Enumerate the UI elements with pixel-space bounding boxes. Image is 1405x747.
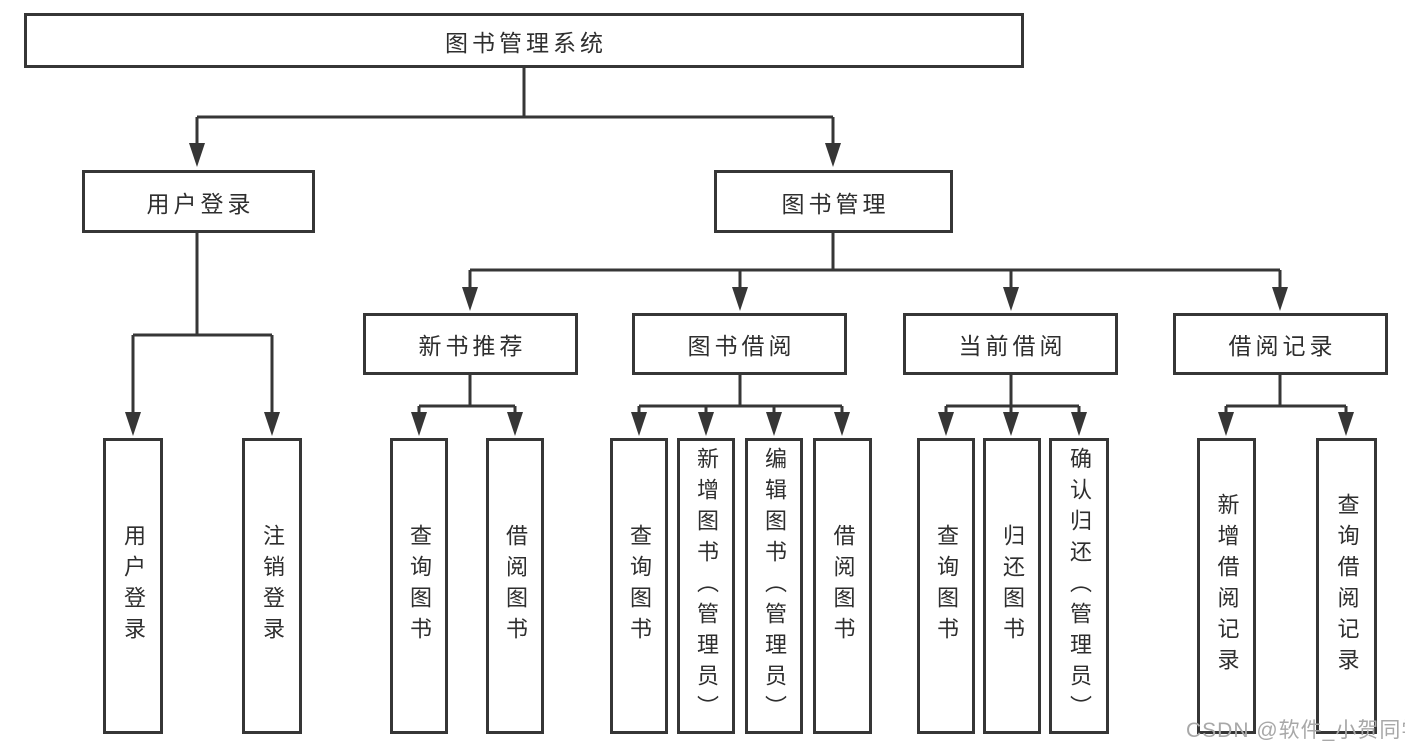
leaf-label: 查询图书 xyxy=(407,524,432,648)
node-book-borrowing: 图书借阅 xyxy=(632,313,847,375)
node-label: 图书管理 xyxy=(781,190,890,217)
node-label: 借阅记录 xyxy=(1228,333,1337,359)
node-current-borrowing: 当前借阅 xyxy=(903,313,1118,375)
node-label: 用户登录 xyxy=(146,190,255,217)
node-borrowing-records: 借阅记录 xyxy=(1173,313,1388,375)
leaf-add-book-admin: 新增图书（管理员） xyxy=(677,438,735,734)
leaf-borrow-books-2: 借阅图书 xyxy=(813,438,872,734)
leaf-label: 编辑图书（管理员） xyxy=(762,446,787,726)
leaf-label: 借阅图书 xyxy=(830,524,856,648)
leaf-label: 查询图书 xyxy=(627,524,652,648)
leaf-label: 新增借阅记录 xyxy=(1214,493,1240,679)
node-library-system: 图书管理系统 xyxy=(24,13,1024,68)
leaf-label: 查询图书 xyxy=(934,524,959,648)
leaf-add-borrow-record: 新增借阅记录 xyxy=(1197,438,1256,734)
leaf-label: 归还图书 xyxy=(1000,524,1025,648)
leaf-query-books-2: 查询图书 xyxy=(610,438,668,734)
leaf-query-books-1: 查询图书 xyxy=(390,438,448,734)
leaf-borrow-books-1: 借阅图书 xyxy=(486,438,544,734)
leaf-query-borrow-record: 查询借阅记录 xyxy=(1316,438,1377,734)
leaf-label: 借阅图书 xyxy=(503,524,528,648)
node-new-book-recommendation: 新书推荐 xyxy=(363,313,578,375)
node-label: 图书借阅 xyxy=(687,333,796,359)
node-label: 图书管理系统 xyxy=(445,29,607,56)
leaf-label: 查询借阅记录 xyxy=(1334,493,1360,679)
watermark: CSDN @软件_小贺同学 xyxy=(1186,719,1405,742)
leaf-user-login: 用户登录 xyxy=(103,438,163,734)
leaf-confirm-return-admin: 确认归还（管理员） xyxy=(1049,438,1109,734)
leaf-label: 注销登录 xyxy=(260,524,285,648)
node-label: 新书推荐 xyxy=(418,333,527,359)
leaf-label: 确认归还（管理员） xyxy=(1067,446,1092,726)
node-book-management: 图书管理 xyxy=(714,170,953,233)
leaf-return-books: 归还图书 xyxy=(983,438,1041,734)
leaf-edit-book-admin: 编辑图书（管理员） xyxy=(745,438,803,734)
leaf-query-books-3: 查询图书 xyxy=(917,438,975,734)
leaf-label: 新增图书（管理员） xyxy=(694,446,719,726)
node-user-login: 用户登录 xyxy=(82,170,315,233)
node-label: 当前借阅 xyxy=(958,333,1067,359)
leaf-logout: 注销登录 xyxy=(242,438,302,734)
leaf-label: 用户登录 xyxy=(121,524,146,648)
